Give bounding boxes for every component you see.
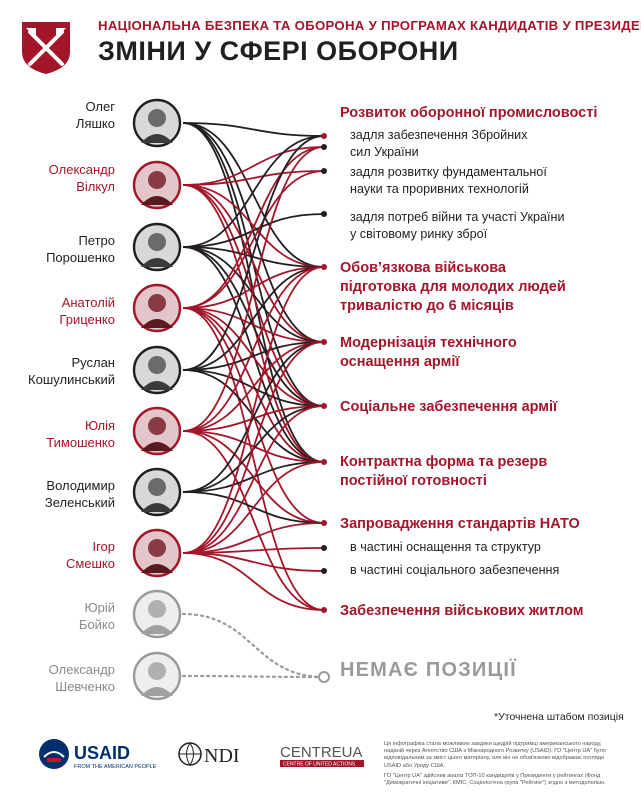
connection-endpoint-dot xyxy=(321,264,327,270)
ndi-name: NDI xyxy=(204,745,240,767)
connection-endpoint-dot xyxy=(321,607,327,613)
connection-line xyxy=(182,246,325,343)
connection-endpoint-dot xyxy=(321,520,327,526)
category-social-security: Соціальне забезпечення армії xyxy=(340,399,558,415)
avatar-shevchenko xyxy=(132,651,182,701)
usaid-logo: USAID FROM THE AMERICAN PEOPLE xyxy=(39,739,157,770)
connection-endpoint-dot xyxy=(321,168,327,174)
connection-line xyxy=(182,522,325,554)
connection-line xyxy=(182,461,325,554)
connection-line xyxy=(182,266,325,371)
avatar-smeshko xyxy=(132,528,182,578)
connection-line xyxy=(182,246,325,463)
page-title: ЗМІНИ У СФЕРІ ОБОРОНИ xyxy=(98,36,459,66)
centreua-name: CENTREUA xyxy=(280,744,363,761)
connection-endpoint-dot xyxy=(321,133,327,139)
connection-line xyxy=(182,552,325,572)
connection-endpoint-dot xyxy=(321,568,327,574)
connection-line xyxy=(182,146,325,432)
connection-line xyxy=(182,170,325,186)
connection-line xyxy=(182,246,325,407)
avatar-koshulynskyi xyxy=(132,345,182,395)
avatar-boyko xyxy=(132,589,182,639)
usaid-tagline: FROM THE AMERICAN PEOPLE xyxy=(74,764,157,770)
connection-line xyxy=(182,430,325,611)
connection-endpoint-dot xyxy=(321,211,327,217)
connection-line xyxy=(182,461,325,493)
connection-line xyxy=(182,213,325,248)
no-position-line xyxy=(181,612,326,679)
connection-line xyxy=(182,307,325,407)
connection-line xyxy=(182,246,325,268)
connection-line xyxy=(182,307,325,343)
no-position-label: НЕМАЄ ПОЗИЦІЇ xyxy=(340,659,517,681)
connection-line xyxy=(182,184,325,343)
connection-line xyxy=(182,135,325,248)
connection-line xyxy=(182,405,325,554)
connection-line xyxy=(182,170,325,309)
connection-line xyxy=(182,369,325,407)
connection-line xyxy=(182,122,325,343)
supertitle: НАЦІОНАЛЬНА БЕЗПЕКА ТА ОБОРОНА У ПРОГРАМ… xyxy=(98,18,641,33)
connection-line xyxy=(182,146,325,186)
connection-line xyxy=(182,341,325,554)
connection-line xyxy=(182,552,325,611)
connection-line xyxy=(182,122,325,268)
connection-line xyxy=(182,266,325,554)
shield-crossed-swords-logo xyxy=(22,22,70,74)
avatar-vilkul xyxy=(132,160,182,210)
centreua-tagline: CENTRE OF UNITED ACTIONS xyxy=(283,762,356,768)
connection-line xyxy=(182,122,325,137)
disclaimer: Ця інфографіка стала можливою завдяки ще… xyxy=(384,741,606,787)
connection-line xyxy=(182,341,325,371)
avatar-lyashko xyxy=(132,98,182,148)
category-nato-standards: Запровадження стандартів НАТО xyxy=(340,516,580,532)
no-position-line xyxy=(181,674,326,679)
category-military-housing: Забезпечення військових житлом xyxy=(340,603,584,619)
footnote: *Уточнена штабом позиція xyxy=(494,711,624,723)
avatar-hrytsenko xyxy=(132,283,182,333)
usaid-name: USAID xyxy=(74,743,130,763)
avatar-tymoshenko xyxy=(132,406,182,456)
category-defense-industry: Розвиток оборонної промисловості xyxy=(340,105,598,121)
connection-endpoint-dot xyxy=(321,459,327,465)
subcategory-nato-social: в частині соціального забезпечення xyxy=(350,563,560,577)
connection-line xyxy=(182,266,325,432)
centreua-logo: CENTREUA CENTRE OF UNITED ACTIONS xyxy=(280,744,364,768)
connection-endpoint-dot xyxy=(318,671,330,683)
connection-line xyxy=(182,341,325,493)
connection-line xyxy=(182,307,325,611)
connection-endpoint-dot xyxy=(321,144,327,150)
connection-line xyxy=(182,184,325,463)
ndi-logo: NDI xyxy=(178,742,240,767)
connection-endpoint-dot xyxy=(321,545,327,551)
connection-line xyxy=(182,135,325,371)
avatar-zelenskyi xyxy=(132,467,182,517)
avatar-poroshenko xyxy=(132,222,182,272)
connection-endpoint-dot xyxy=(321,403,327,409)
connection-line xyxy=(182,341,325,432)
subcategory-nato-equipment: в частині оснащення та структур xyxy=(350,540,541,554)
connection-line xyxy=(182,307,325,463)
connection-endpoint-dot xyxy=(321,339,327,345)
connection-line xyxy=(182,146,325,309)
